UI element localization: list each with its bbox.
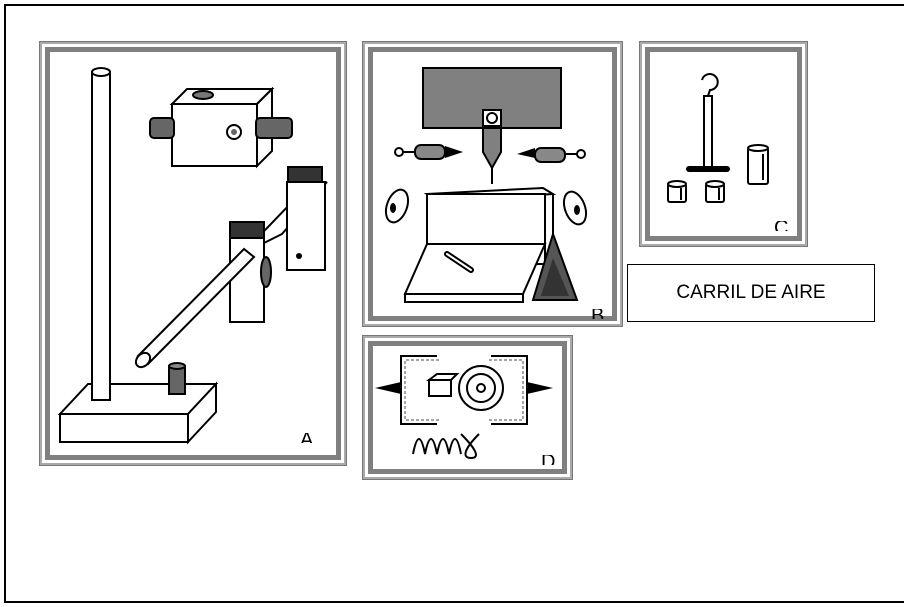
pointer [482,127,502,171]
panel-d[interactable]: D [362,335,573,480]
sensor-box [428,379,452,397]
hanger-base [686,166,730,172]
outer-frame [4,4,904,603]
base-front [59,413,189,443]
weights-illustration [667,73,769,203]
photogate-illustration [375,355,553,460]
tall-weight [747,147,769,185]
panel-c-inner [645,47,802,241]
hook [701,73,719,97]
panel-a[interactable]: A [39,41,347,466]
spring-squiggle [412,438,462,455]
panel-b-letter: B [591,309,604,319]
stand-clamp-illustration [57,67,328,445]
panel-b[interactable]: B [362,41,623,327]
left-spring [414,144,446,160]
panel-c-letter: C [774,221,788,231]
right-spring [534,147,566,163]
right-arrow [527,382,553,394]
clamp-block [171,103,258,167]
air-track-label: CARRIL DE AIRE [627,264,875,322]
panel-a-letter: A [300,433,313,443]
panel-c[interactable]: C [639,41,808,247]
panel-d-letter: D [541,455,555,465]
hanger-rod [703,95,713,171]
base-side [187,381,217,445]
inclined-plane-illustration [384,67,588,303]
ramp-top [403,243,547,295]
left-arrow [375,382,401,394]
vertical-rod [91,71,111,401]
small-cylinder [168,365,186,395]
